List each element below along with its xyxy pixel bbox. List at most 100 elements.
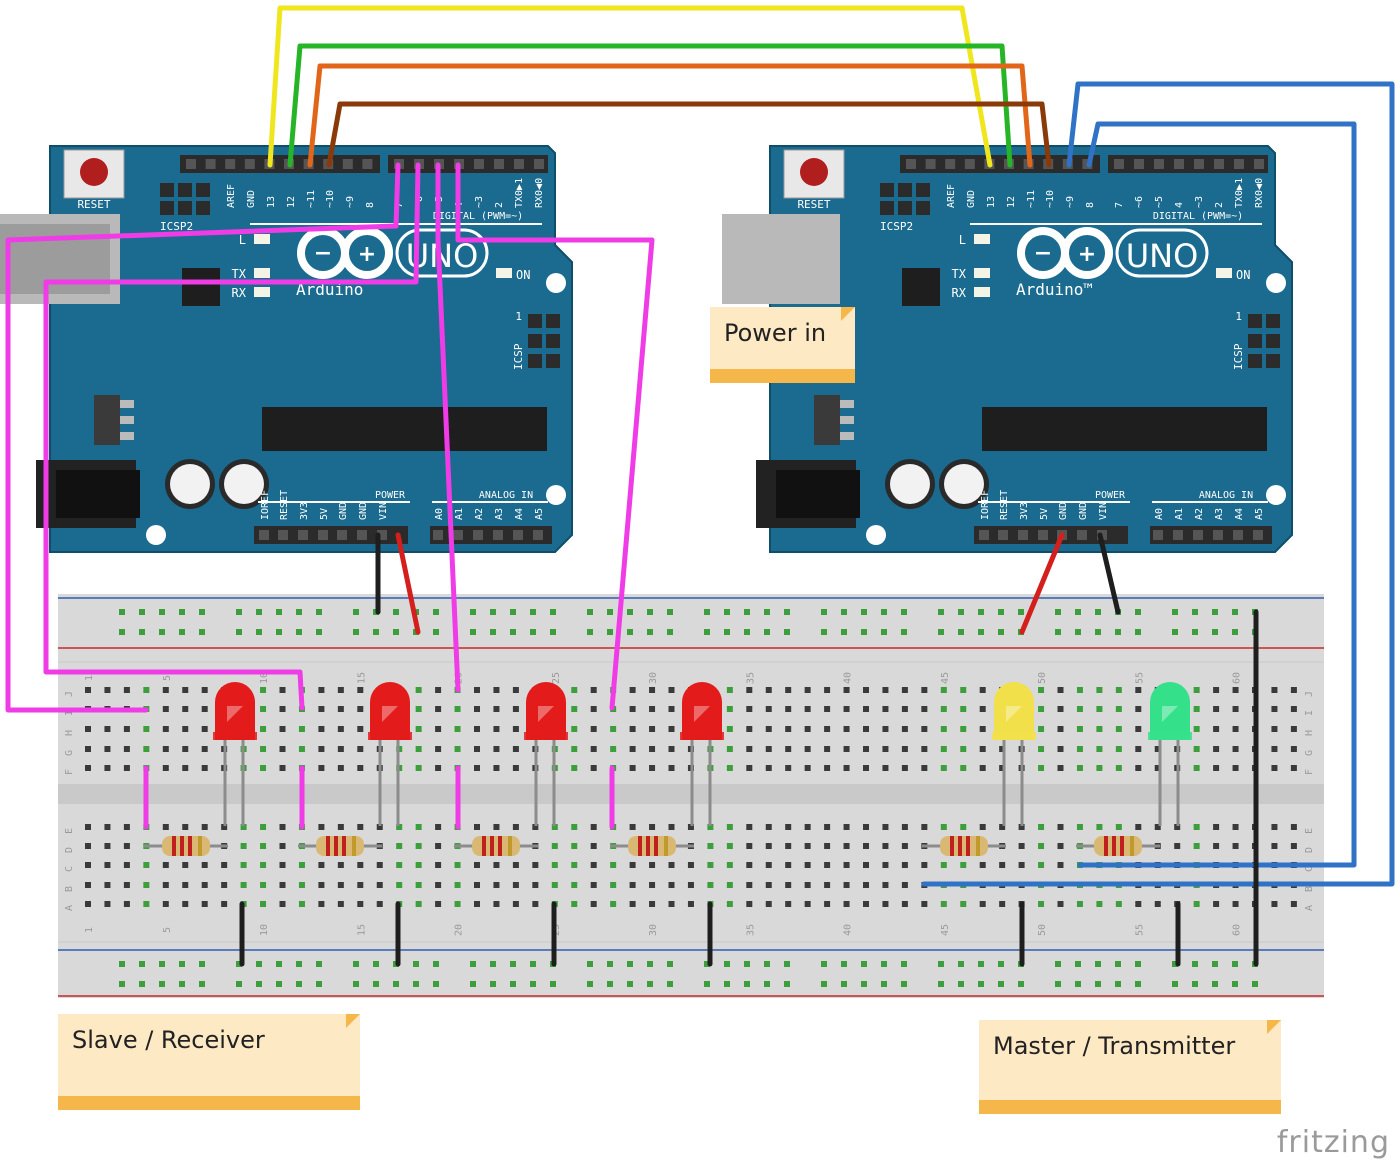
power-label: POWER [1095,490,1126,501]
breadboard-hole [201,824,208,830]
breadboard-hole [1290,726,1297,732]
breadboard-hole [143,862,150,868]
icsp2-label: ICSP2 [880,220,913,233]
breadboard-hole [532,824,539,830]
breadboard-hole [1057,824,1064,830]
rail-hole [704,981,710,987]
breadboard-hole [901,862,908,868]
breadboard-hole [512,726,519,732]
breadboard-hole [493,824,500,830]
breadboard-hole [104,843,111,849]
rail-hole [587,609,593,615]
pin-label: ~6 [1134,196,1145,208]
on-label: ON [516,268,530,282]
rail-hole [1192,629,1198,635]
breadboard-hole [1076,687,1083,693]
rail-hole [998,609,1004,615]
breadboard-hole [843,706,850,712]
header-pin [298,530,308,540]
breadboard-hole [863,862,869,868]
resistor-band [654,836,658,856]
breadboard-hole [804,706,811,712]
rail-hole [978,981,984,987]
note-slave-receiver-text: Slave / Receiver [72,1026,265,1054]
breadboard-hole [824,765,831,771]
breadboard-hole [1193,726,1200,732]
fritzing-logo: fritzing [1276,1125,1390,1160]
header-pin [1213,530,1223,540]
rail-hole [276,961,282,967]
rail-hole [1135,629,1141,635]
column-number: 30 [648,672,659,684]
breadboard-hole [493,706,500,712]
header-pin [205,159,216,169]
breadboard-hole [1232,687,1239,693]
breadboard-hole [221,901,228,907]
breadboard-hole [1232,843,1239,849]
rx-label: RX [952,286,967,300]
rail-hole [490,629,496,635]
breadboard-hole [765,843,772,849]
resistor-band [950,836,954,856]
breadboard-hole [182,687,189,693]
breadboard-hole [590,882,597,888]
breadboard-hole [901,843,908,849]
breadboard-hole [298,901,305,907]
breadboard-hole [882,687,889,693]
rail-hole [764,629,770,635]
breadboard-hole [610,882,617,888]
breadboard-hole [201,726,208,732]
column-number: 25 [551,672,562,684]
breadboard-hole [415,746,422,752]
breadboard-hole [260,824,267,830]
breadboard-hole [298,726,305,732]
breadboard-hole [337,901,344,907]
power-pin-label: 3V3 [1019,502,1030,520]
icsp-pin1-label: 1 [1235,310,1242,323]
breadboard-hole [415,843,422,849]
rail-hole [841,609,847,615]
breadboard-hole [1076,824,1083,830]
rail-hole [296,609,302,615]
rail-hole [667,981,673,987]
rail-hole [841,961,847,967]
led-on [1216,268,1232,278]
breadboard-hole [940,765,947,771]
power-pin-label: IOREF [260,490,271,520]
tx-label: TX [232,267,247,281]
capacitor-top [890,464,930,504]
rail-hole [316,981,322,987]
rail-hole [256,961,262,967]
rail-hole [276,609,282,615]
breadboard-hole [454,726,461,732]
rail-hole [510,961,516,967]
breadboard-hole [279,726,286,732]
breadboard-hole [785,726,792,732]
uno-badge [1115,228,1209,278]
rail-hole [236,629,242,635]
rail-hole [1055,981,1061,987]
breadboard-hole [979,706,986,712]
breadboard-hole [123,901,130,907]
breadboard-hole [415,687,422,693]
breadboard-hole [357,824,364,830]
breadboard-hole [1271,726,1278,732]
breadboard-hole [337,687,344,693]
header-pin [1214,159,1224,169]
breadboard-hole [240,824,247,830]
breadboard-hole [337,862,344,868]
led-body [526,682,566,740]
resistor-band [352,836,356,856]
resistor-band [498,836,502,856]
breadboard-hole [629,687,636,693]
breadboard-hole [85,882,91,888]
breadboard-hole [707,862,714,868]
icsp-pin1-label: 1 [515,310,522,323]
resistor-band [490,836,494,856]
resistor-band [482,836,486,856]
breadboard-hole [493,687,500,693]
power-pin-label: RESET [999,490,1010,520]
breadboard-hole [532,882,539,888]
capacitor-top [944,464,984,504]
breadboard-hole [182,862,189,868]
